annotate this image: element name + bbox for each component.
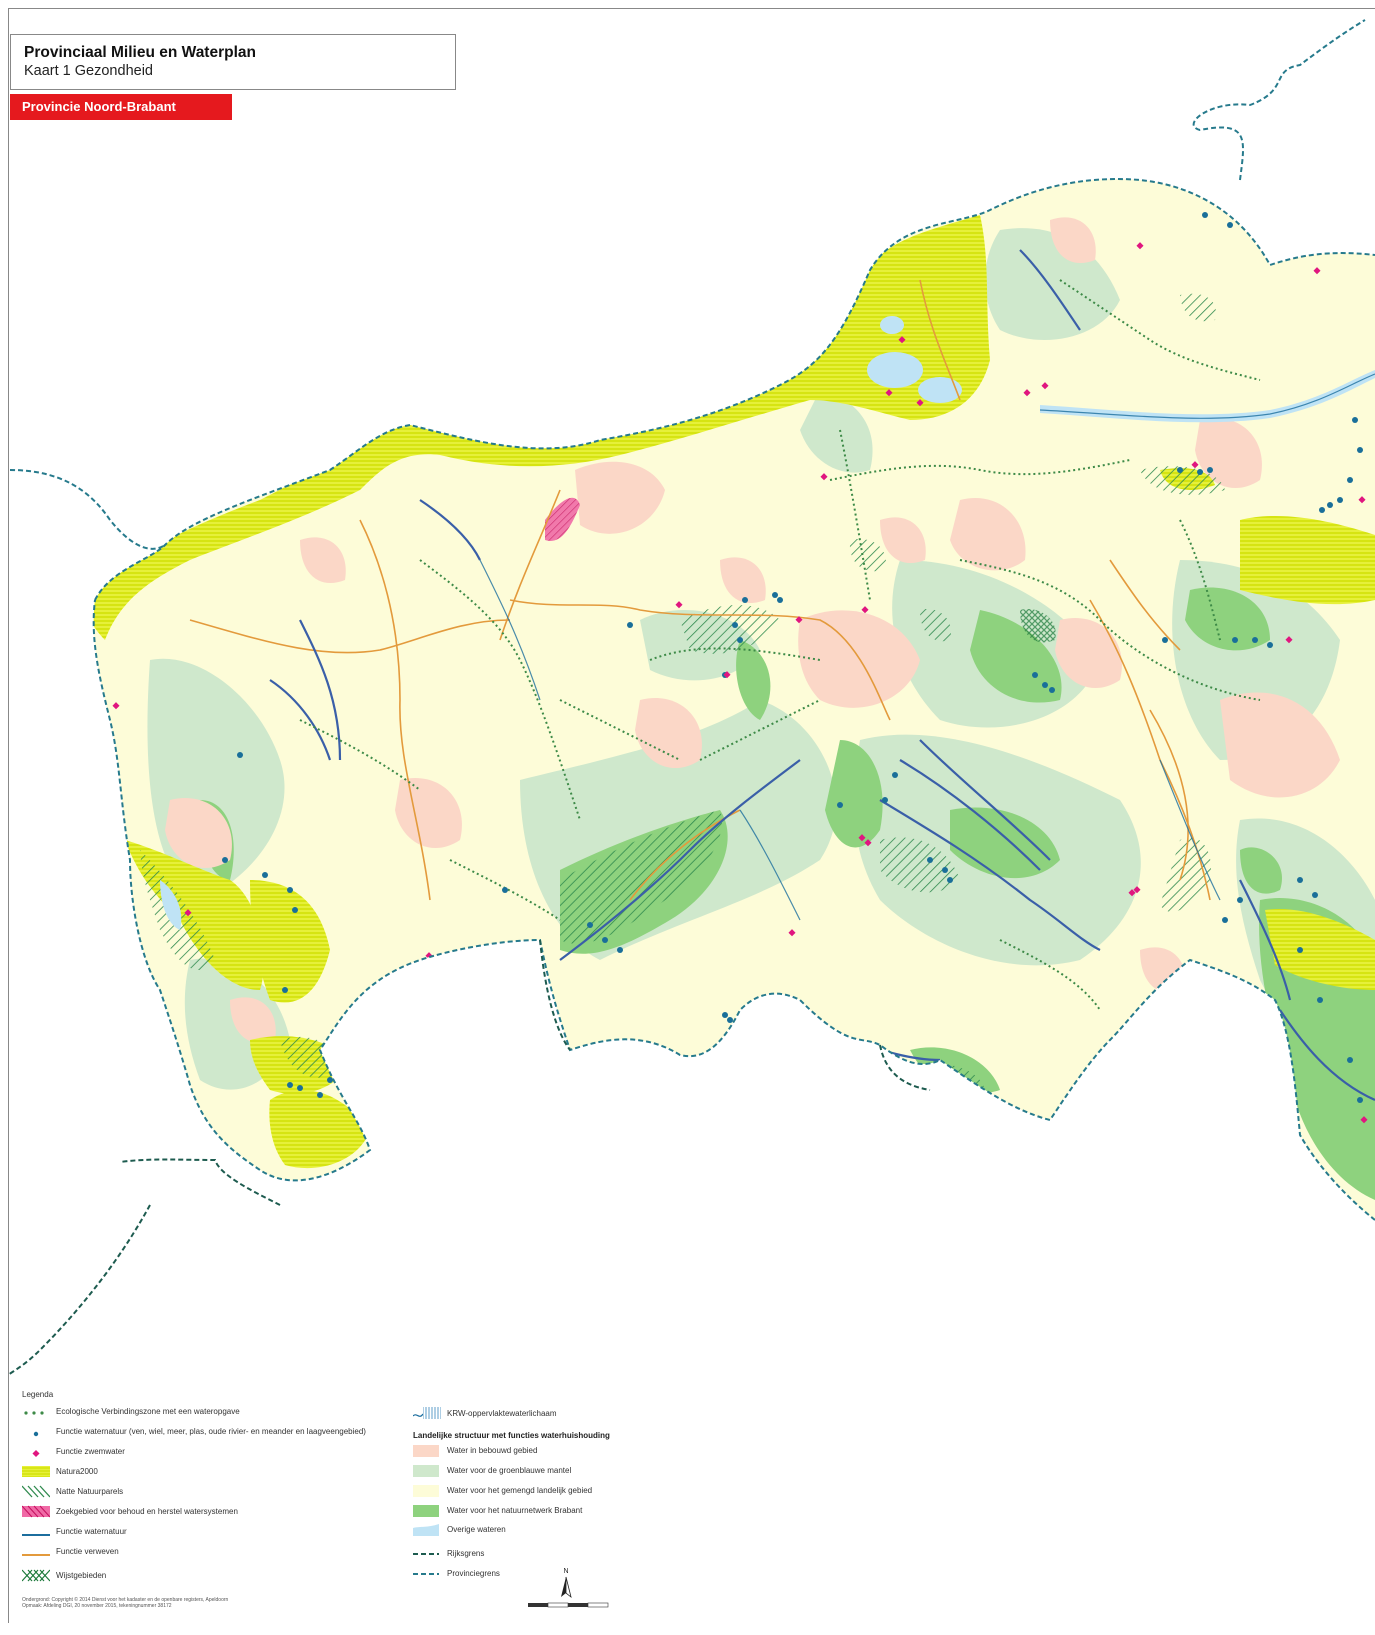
orange-line-icon bbox=[22, 1544, 50, 1558]
legend-item-zoekgebied: Zoekgebied voor behoud en herstel waters… bbox=[22, 1504, 238, 1518]
cream-swatch-icon bbox=[413, 1483, 441, 1497]
compass-arrow-icon bbox=[561, 1576, 572, 1599]
credits-line-2: Opmaak: Afdeling DGI, 20 november 2015, … bbox=[22, 1603, 172, 1609]
krw-hatch-icon bbox=[413, 1406, 441, 1420]
province-banner: Provincie Noord-Brabant bbox=[10, 94, 232, 120]
blue-line-icon bbox=[22, 1524, 50, 1538]
scale-bar bbox=[528, 1602, 609, 1608]
waternatuur-points bbox=[222, 212, 1363, 1103]
pink-hatch-icon bbox=[22, 1504, 50, 1518]
provinciegrens-line bbox=[92, 178, 1375, 1221]
rijksgrens-lines bbox=[7, 939, 931, 1376]
map-frame bbox=[8, 8, 1375, 1623]
legend-item-natuurnetwerk: Water voor het natuurnetwerk Brabant bbox=[413, 1503, 582, 1517]
wijstgebieden-areas bbox=[1020, 609, 1056, 643]
title-box: Provinciaal Milieu en Waterplan Kaart 1 … bbox=[10, 34, 456, 90]
yellow-hatch-icon bbox=[22, 1464, 50, 1478]
green-crosshatch-icon bbox=[22, 1568, 50, 1582]
natura2000-areas bbox=[93, 215, 1375, 1169]
pink-diamond-icon bbox=[22, 1444, 50, 1458]
salmon-swatch-icon bbox=[413, 1443, 441, 1457]
legend-item-bebouwd: Water in bebouwd gebied bbox=[413, 1443, 537, 1457]
bebouwd-gebied-areas bbox=[165, 217, 1340, 1044]
functie-waternatuur-lines bbox=[269, 249, 1375, 1102]
legend-item-landelijk: Water voor het gemengd landelijk gebied bbox=[413, 1483, 592, 1497]
map-subtitle: Kaart 1 Gezondheid bbox=[24, 63, 153, 79]
external-provinciegrens-lines bbox=[9, 19, 1366, 550]
credits-line-1: Ondergrond: Copyright © 2014 Dienst voor… bbox=[22, 1597, 229, 1603]
map-title: Provinciaal Milieu en Waterplan bbox=[24, 44, 256, 61]
legend-heading: Legenda bbox=[22, 1390, 54, 1399]
legend-item-overige-wateren: Overige wateren bbox=[413, 1522, 506, 1536]
teal-dashed-line-icon bbox=[413, 1566, 441, 1580]
north-label: N bbox=[563, 1568, 569, 1575]
legend-subheading: Landelijke structuur met functies waterh… bbox=[413, 1431, 610, 1440]
lightgreen-swatch-icon bbox=[413, 1463, 441, 1477]
legend-item-groenblauw: Water voor de groenblauwe mantel bbox=[413, 1463, 571, 1477]
legend-item-zwemwater: Functie zwemwater bbox=[22, 1444, 125, 1458]
legend-item-functie-waternatuur: Functie waternatuur bbox=[22, 1524, 127, 1538]
rivier-lines bbox=[479, 373, 1375, 921]
dotted-green-line-icon bbox=[22, 1404, 50, 1418]
legend-item-natura2000: Natura2000 bbox=[22, 1464, 98, 1478]
legend-item-ecozone: Ecologische Verbindingszone met een wate… bbox=[22, 1404, 240, 1418]
green-diagonal-hatch-icon bbox=[22, 1484, 50, 1498]
legend-item-waternatuur-dot: Functie waternatuur (ven, wiel, meer, pl… bbox=[22, 1424, 366, 1438]
map-credits: Ondergrond: Copyright © 2014 Dienst voor… bbox=[22, 1597, 282, 1609]
green-swatch-icon bbox=[413, 1503, 441, 1517]
blue-dot-icon bbox=[22, 1424, 50, 1438]
water-swatch-icon bbox=[413, 1522, 441, 1536]
legend-item-functie-verweven: Functie verweven bbox=[22, 1544, 119, 1558]
legend-item-rijksgrens: Rijksgrens bbox=[413, 1546, 484, 1560]
legend-item-wijstgebieden: Wijstgebieden bbox=[22, 1568, 106, 1582]
legend-item-krw: KRW-oppervlaktewaterlichaam bbox=[413, 1406, 557, 1420]
legend-item-provinciegrens: Provinciegrens bbox=[413, 1566, 500, 1580]
ecologische-verbindingszones bbox=[299, 279, 1261, 1011]
legend-item-natte-natuurparels: Natte Natuurparels bbox=[22, 1484, 123, 1498]
zoekgebied-areas bbox=[545, 497, 580, 541]
north-arrow-icon: N bbox=[553, 1568, 579, 1602]
dark-dashed-line-icon bbox=[413, 1546, 441, 1560]
